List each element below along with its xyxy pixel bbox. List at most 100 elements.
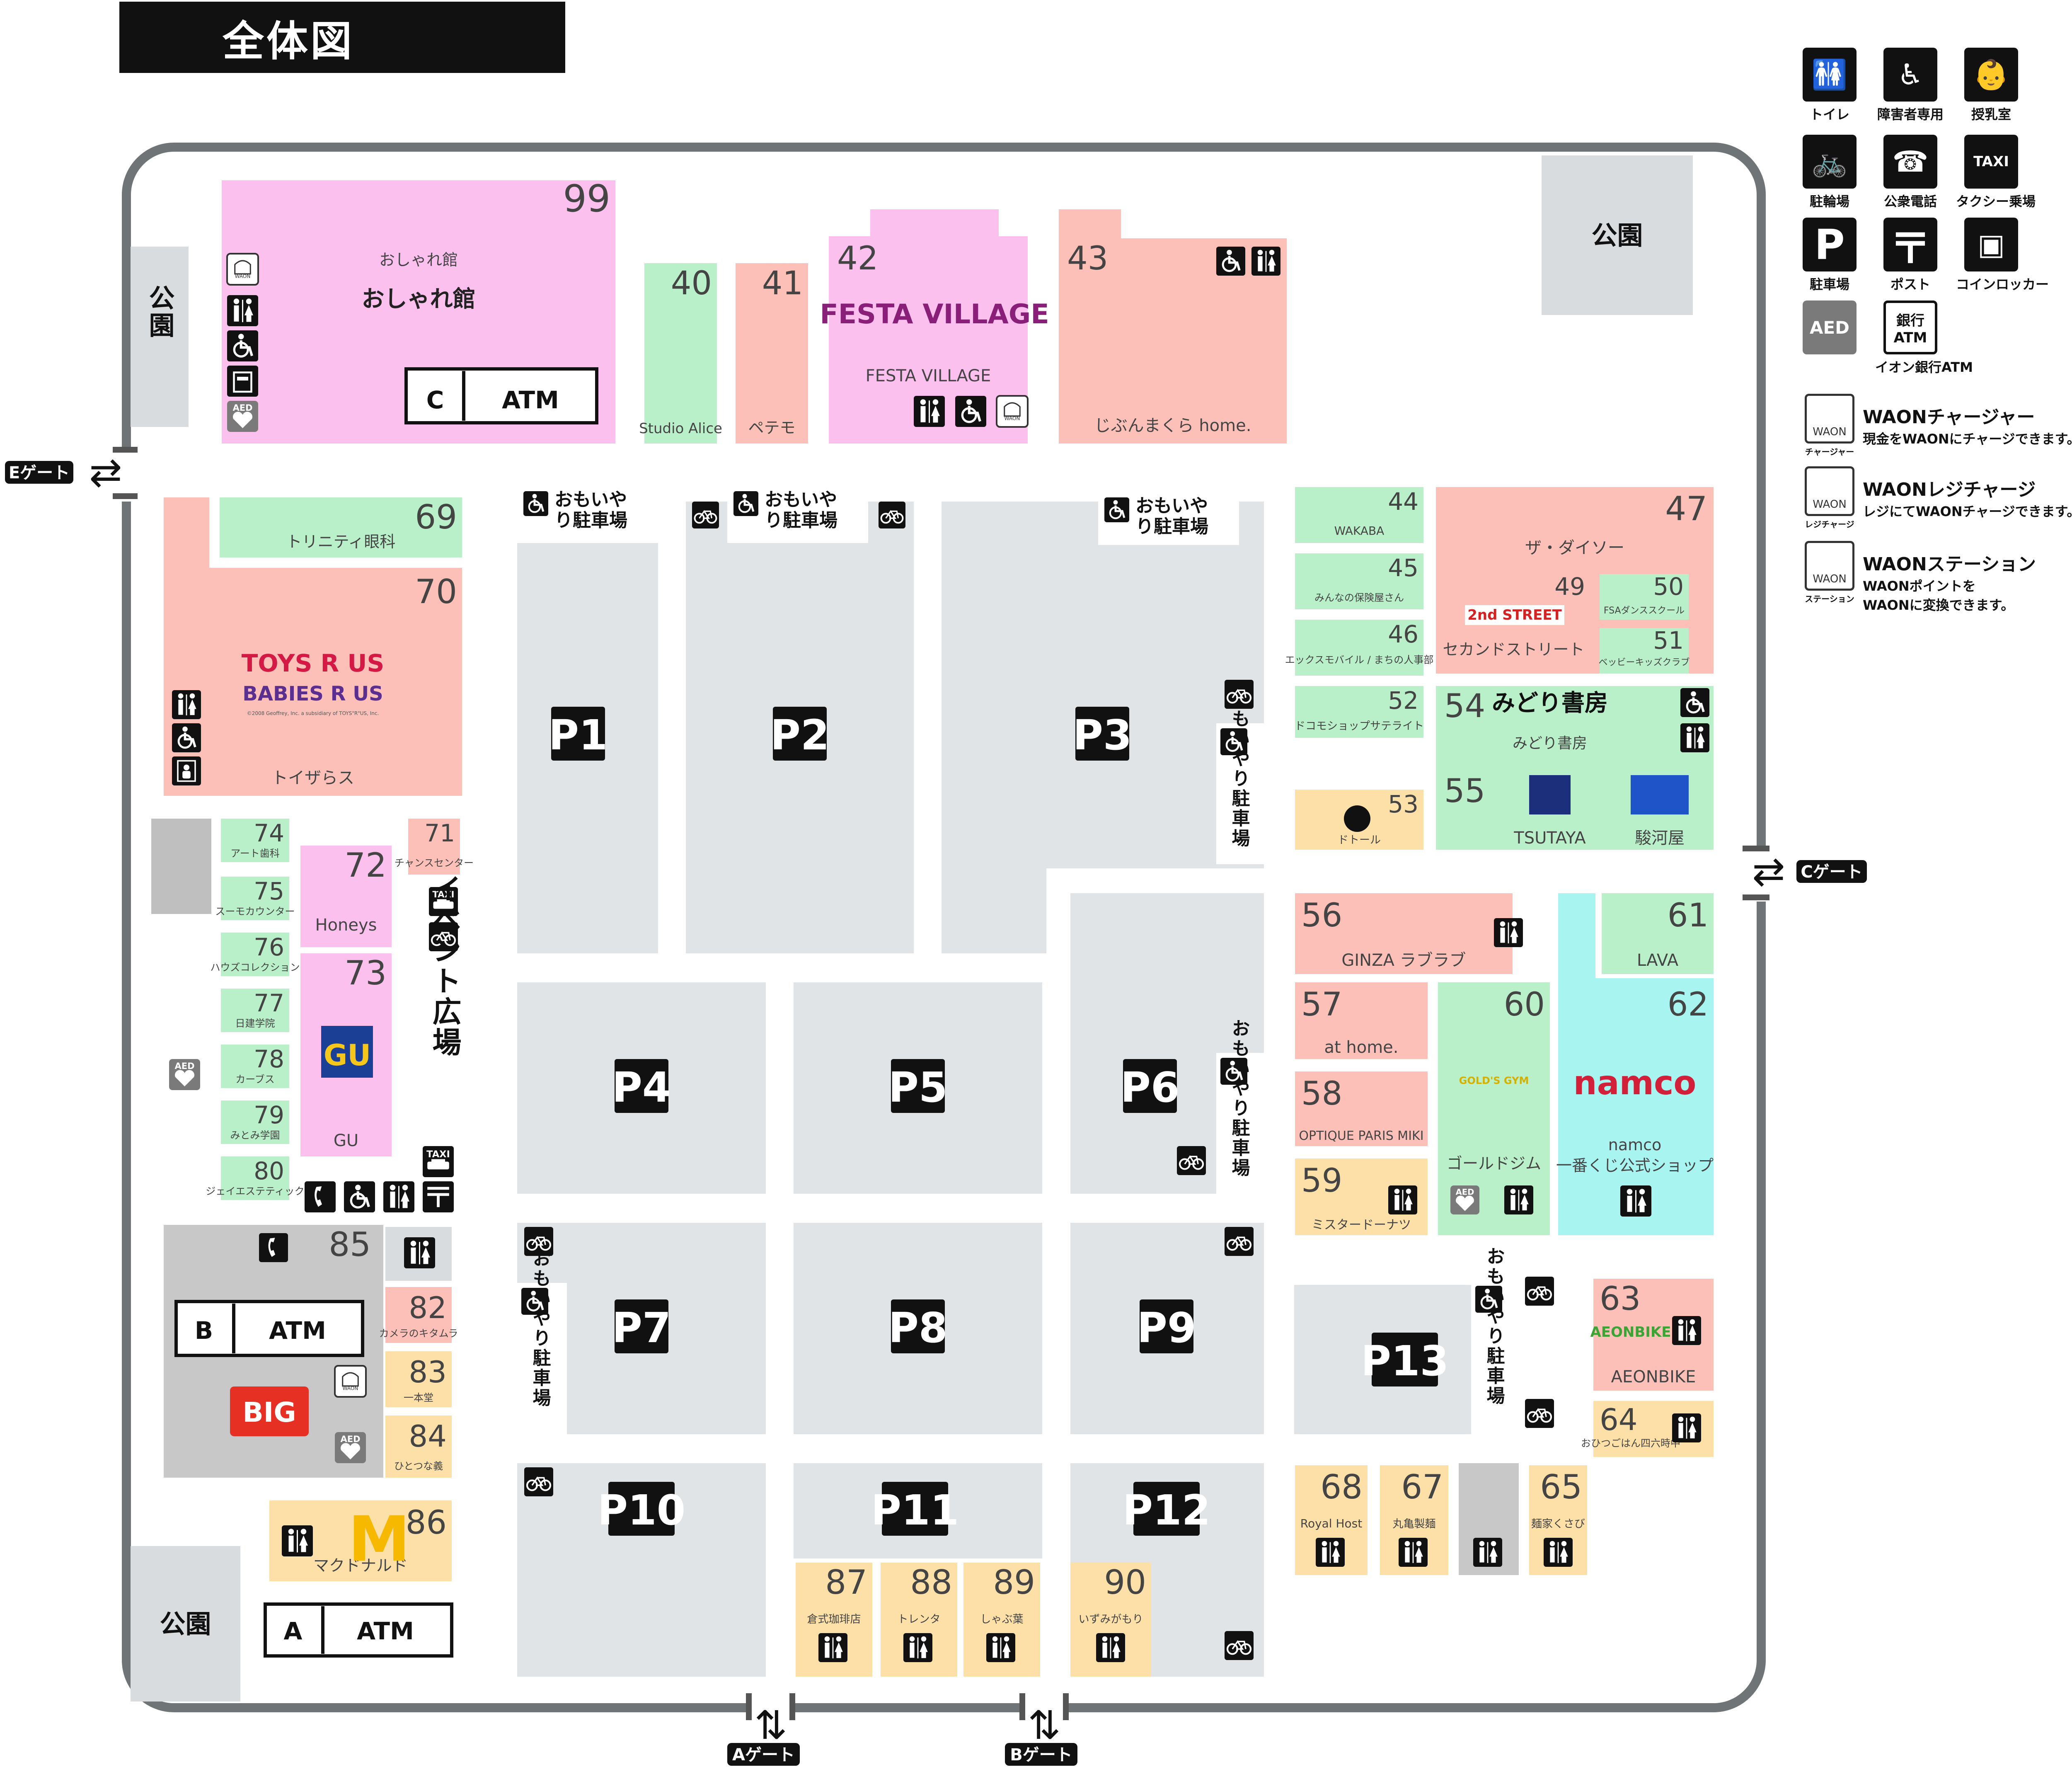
- legend-label: イオン銀行ATM: [1875, 359, 1973, 375]
- shop-area[interactable]: [1600, 628, 1689, 674]
- shop-area[interactable]: [736, 263, 808, 444]
- bicycle-icon: [1525, 1399, 1554, 1428]
- namco-logo: namco: [1573, 1064, 1697, 1102]
- parking-label-p2: P2: [770, 707, 829, 761]
- site-outline: [122, 143, 1766, 1712]
- shop-area[interactable]: [829, 209, 1028, 444]
- shop-area[interactable]: [1558, 893, 1714, 1235]
- shop-number: 87: [825, 1563, 867, 1602]
- shop-area[interactable]: [385, 1351, 452, 1407]
- shop-area[interactable]: [644, 263, 717, 444]
- shop-area[interactable]: [164, 497, 462, 796]
- atm-label: ATM: [502, 386, 559, 414]
- shop-area[interactable]: [221, 1045, 289, 1088]
- gate-label-text: Aゲート: [732, 1745, 795, 1765]
- shop-area[interactable]: [1295, 487, 1423, 543]
- shop-area[interactable]: [1295, 686, 1423, 738]
- shop-area[interactable]: [1295, 1071, 1428, 1146]
- shop-area[interactable]: [221, 1156, 289, 1200]
- park-area: [131, 247, 189, 427]
- shop-area[interactable]: [1602, 893, 1714, 974]
- shop-area[interactable]: [1600, 574, 1689, 620]
- shop-area[interactable]: [221, 1100, 289, 1144]
- legend-item: 👶授乳室: [1956, 48, 2026, 123]
- waon-legend-title: WAONステーション: [1863, 554, 2036, 575]
- shop-area[interactable]: [1295, 553, 1423, 609]
- shop-area[interactable]: [221, 877, 289, 920]
- wheelchair-icon: [523, 491, 548, 516]
- surugaya-logo: [1631, 775, 1689, 814]
- waon-icon-caption: チャージャー: [1805, 447, 1854, 457]
- aeonbike-logo: AEONBIKE: [1590, 1324, 1671, 1340]
- wheelchair-icon: [733, 491, 758, 516]
- toilet-icon: [1672, 1413, 1701, 1442]
- wheelchair-icon: [227, 330, 258, 361]
- a-gate-post: [746, 1693, 752, 1720]
- shop-62[interactable]: 62: [1558, 893, 1714, 1235]
- shop-area[interactable]: [220, 497, 462, 557]
- legend-label: コインロッカー: [1956, 276, 2049, 292]
- accessible-parking-text: おもいやり駐車場: [1229, 689, 1250, 848]
- bicycle-icon: [524, 1227, 553, 1256]
- shop-name: 一本堂: [404, 1392, 433, 1403]
- shop-area[interactable]: [385, 1287, 452, 1343]
- waon-icon-box: WAON: [1805, 541, 1854, 591]
- accessible-parking-text: おもいやり駐車場: [530, 1249, 551, 1408]
- bicycle-icon: [524, 1467, 553, 1496]
- shop-area[interactable]: [221, 819, 289, 862]
- shop-area[interactable]: [1295, 982, 1428, 1059]
- shop-area[interactable]: [385, 1416, 452, 1478]
- shop-area[interactable]: [1295, 893, 1513, 974]
- legend-item: ▣コインロッカー: [1956, 218, 2049, 293]
- shop-area[interactable]: [300, 846, 392, 947]
- waon-legend-text: WAONチャージャー現金をWAONにチャージできます。: [1863, 402, 2072, 448]
- waon-icon-box: WAON: [1805, 394, 1854, 444]
- wheelchair-icon: [1475, 1286, 1502, 1313]
- shop-number: 55: [1444, 773, 1485, 810]
- toilet-icon: [282, 1525, 313, 1556]
- shop-area[interactable]: [221, 989, 289, 1032]
- parking-label-text: P5: [888, 1063, 948, 1112]
- shop-area[interactable]: [221, 933, 289, 976]
- phone-icon: [259, 1233, 288, 1262]
- shop-area[interactable]: [1295, 620, 1423, 676]
- locker-icon: [227, 366, 258, 397]
- shop-name: GINZA ラブラブ: [1341, 951, 1466, 970]
- shop-number: 42: [837, 240, 878, 277]
- shop-area[interactable]: [408, 819, 460, 875]
- gate-label-text: Cゲート: [1801, 863, 1862, 882]
